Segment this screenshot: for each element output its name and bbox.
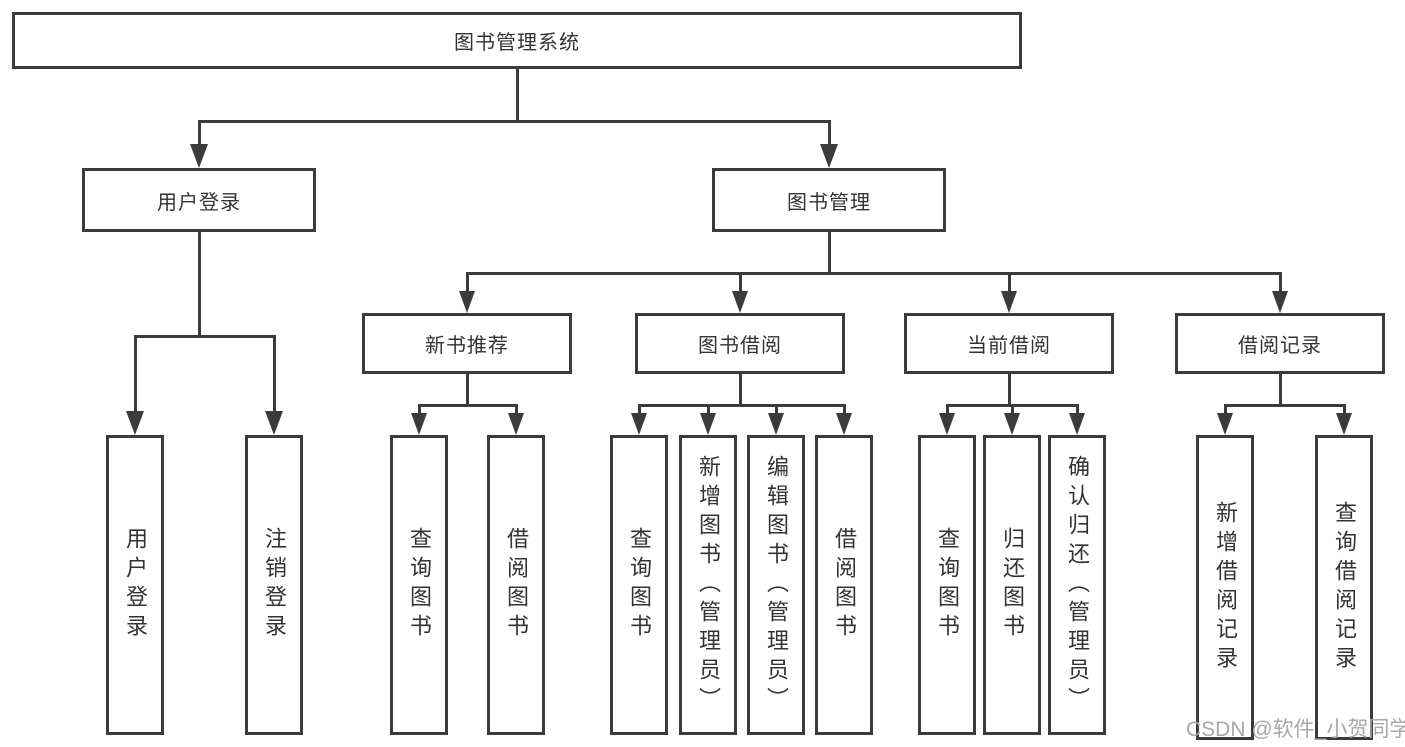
arrowhead-new-book	[459, 291, 475, 313]
connector-user-login-stem	[198, 232, 201, 335]
node-current-borrowing-label: 当前借阅	[967, 335, 1051, 357]
node-current-borrowing: 当前借阅	[904, 313, 1114, 374]
connector-drop-query-current	[946, 404, 949, 414]
arrowhead-query-current	[939, 413, 955, 435]
arrowhead-borrowing-records	[1272, 291, 1288, 313]
node-borrowing-records-label: 借阅记录	[1238, 335, 1322, 357]
connector-drop-borrowing-records	[1279, 272, 1282, 292]
leaf-return-books: 归还图书	[983, 435, 1041, 735]
leaf-logout-login-label: 注销登录	[262, 527, 287, 643]
connector-drop-current-borrowing	[1008, 272, 1011, 292]
connector-borrowing-records-stem2	[1279, 374, 1282, 404]
connector-book-management-bar	[466, 272, 1282, 275]
arrowhead-return-books	[1004, 413, 1020, 435]
leaf-return-books-label: 归还图书	[1000, 527, 1025, 643]
connector-book-borrowing-bar	[638, 404, 846, 407]
arrowhead-user-login	[190, 144, 208, 168]
leaf-query-books-recommend-label: 查询图书	[407, 527, 432, 643]
connector-borrowing-records-bar	[1224, 404, 1346, 407]
leaf-query-borrow-record-label: 查询借阅记录	[1332, 500, 1357, 675]
leaf-confirm-return-admin-label: 确认归还（管理员）	[1065, 454, 1090, 716]
node-book-management-label: 图书管理	[787, 191, 871, 214]
arrowhead-query-borrow	[631, 413, 647, 435]
leaf-borrow-books-recommend-label: 借阅图书	[504, 527, 529, 643]
leaf-add-books-admin-label: 新增图书（管理员）	[696, 454, 721, 716]
connector-root-stem	[516, 68, 519, 120]
arrowhead-borrow-recommend	[508, 413, 524, 435]
connector-drop-new-book	[466, 272, 469, 292]
connector-drop-return-books	[1011, 404, 1014, 414]
leaf-query-books-borrow-label: 查询图书	[627, 527, 652, 643]
node-borrowing-records: 借阅记录	[1175, 313, 1385, 374]
connector-drop-borrow-books	[843, 404, 846, 414]
leaf-edit-books-admin: 编辑图书（管理员）	[747, 435, 805, 735]
node-new-book-recommendation: 新书推荐	[362, 313, 572, 374]
connector-drop-leaf-user-login	[134, 335, 137, 411]
arrowhead-borrow-books	[836, 413, 852, 435]
arrowhead-confirm-return	[1069, 413, 1085, 435]
connector-drop-user-login	[198, 120, 201, 148]
node-user-login-label: 用户登录	[157, 191, 241, 214]
leaf-user-login: 用户登录	[106, 435, 164, 735]
connector-drop-book-management	[828, 120, 831, 148]
connector-drop-confirm-return	[1076, 404, 1079, 414]
arrowhead-query-recommend	[411, 413, 427, 435]
leaf-user-login-label: 用户登录	[123, 527, 148, 643]
leaf-query-borrow-record: 查询借阅记录	[1315, 435, 1373, 740]
connector-drop-add-books	[707, 404, 710, 414]
arrowhead-leaf-logout	[265, 411, 283, 435]
arrowhead-book-management	[820, 144, 838, 168]
node-book-borrowing: 图书借阅	[635, 313, 845, 374]
leaf-borrow-books: 借阅图书	[815, 435, 873, 735]
connector-new-book-stem	[466, 374, 469, 404]
arrowhead-current-borrowing	[1001, 291, 1017, 313]
connector-drop-query-recommend	[418, 404, 421, 414]
connector-book-management-stem	[828, 232, 831, 272]
node-new-book-recommendation-label: 新书推荐	[425, 335, 509, 357]
connector-drop-query-borrow	[638, 404, 641, 414]
node-user-login: 用户登录	[82, 168, 316, 232]
leaf-add-books-admin: 新增图书（管理员）	[679, 435, 737, 735]
node-root-label: 图书管理系统	[454, 32, 580, 54]
leaf-borrow-books-label: 借阅图书	[832, 527, 857, 643]
connector-drop-leaf-logout	[273, 335, 276, 411]
leaf-query-books-borrow: 查询图书	[610, 435, 668, 735]
connector-drop-edit-books	[775, 404, 778, 414]
connector-drop-query-record	[1343, 404, 1346, 414]
leaf-borrow-books-recommend: 借阅图书	[487, 435, 545, 735]
connector-book-borrowing-stem2	[739, 374, 742, 404]
connector-root-bar	[198, 120, 831, 123]
arrowhead-leaf-user-login	[126, 411, 144, 435]
connector-drop-borrow-recommend	[515, 404, 518, 414]
node-library-management-system: 图书管理系统	[12, 12, 1022, 69]
connector-user-login-bar	[134, 335, 276, 338]
leaf-query-books-current-label: 查询图书	[935, 527, 960, 643]
arrowhead-edit-books	[768, 413, 784, 435]
arrowhead-book-borrowing	[732, 291, 748, 313]
leaf-add-borrow-record: 新增借阅记录	[1196, 435, 1254, 740]
csdn-watermark: CSDN @软件_小贺同学	[1186, 718, 1405, 741]
leaf-edit-books-admin-label: 编辑图书（管理员）	[764, 454, 789, 716]
connector-current-borrowing-stem2	[1008, 374, 1011, 404]
arrowhead-add-record	[1217, 413, 1233, 435]
arrowhead-add-books	[700, 413, 716, 435]
node-book-management: 图书管理	[712, 168, 946, 232]
connector-drop-add-record	[1224, 404, 1227, 414]
leaf-query-books-recommend: 查询图书	[390, 435, 448, 735]
leaf-logout-login: 注销登录	[245, 435, 303, 735]
arrowhead-query-record	[1336, 413, 1352, 435]
connector-new-book-bar	[418, 404, 518, 407]
leaf-confirm-return-admin: 确认归还（管理员）	[1048, 435, 1106, 735]
connector-drop-book-borrowing	[739, 272, 742, 292]
leaf-query-books-current: 查询图书	[918, 435, 976, 735]
leaf-add-borrow-record-label: 新增借阅记录	[1213, 500, 1238, 675]
node-book-borrowing-label: 图书借阅	[698, 335, 782, 357]
